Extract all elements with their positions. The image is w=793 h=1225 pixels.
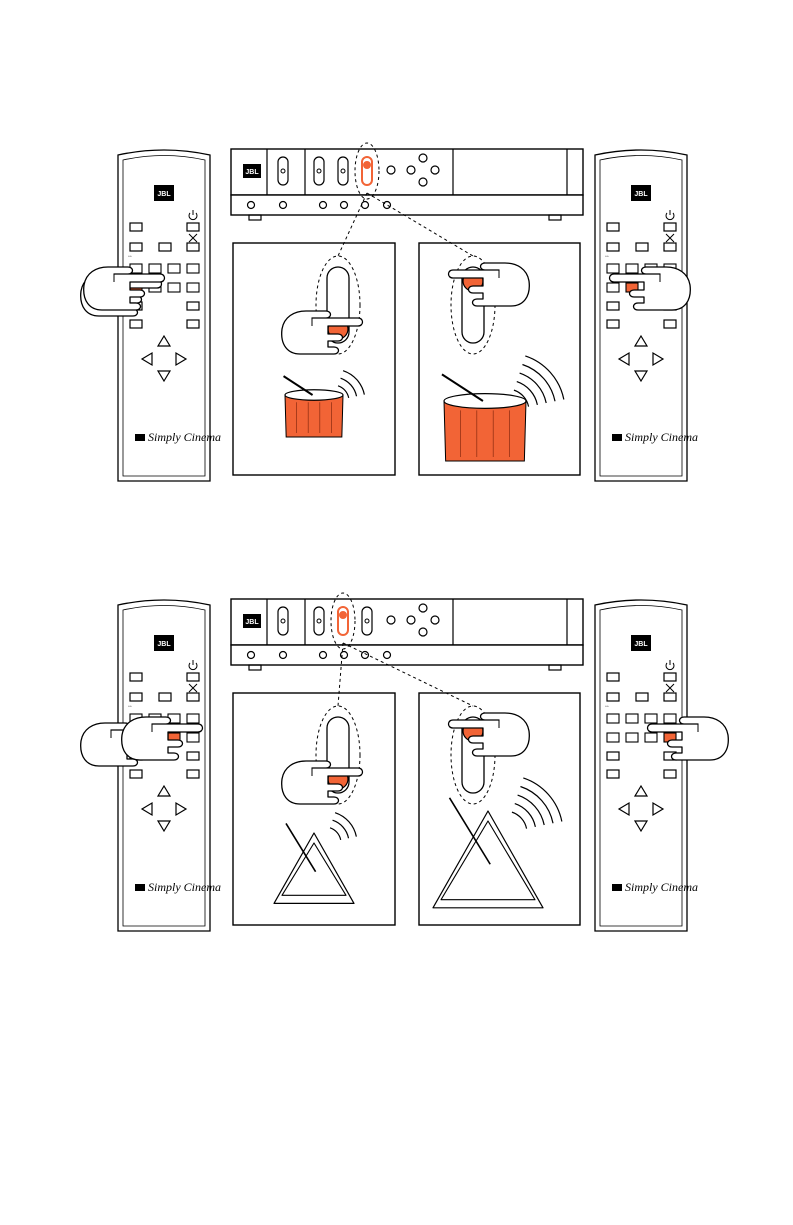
receiver-button: [419, 178, 427, 186]
remote-key: [168, 283, 180, 292]
remote-key: [187, 283, 199, 292]
remote-left: JBL ▫▫ Simply Cinema: [81, 600, 221, 931]
remote-key: [626, 733, 638, 742]
remote-logo-text: JBL: [157, 191, 171, 198]
remote-key: [607, 264, 619, 273]
remote-logo-text: JBL: [634, 641, 648, 648]
remote-key: [607, 733, 619, 742]
slider-knob: [317, 169, 321, 173]
remote-key-marker: ▫▫: [605, 704, 609, 710]
receiver-foot: [249, 215, 261, 220]
remote-key: [645, 733, 657, 742]
remote-key: [645, 714, 657, 723]
remote-key: [168, 264, 180, 273]
receiver-foot: [549, 665, 561, 670]
receiver-base: [231, 195, 583, 215]
remote-key: [626, 264, 638, 273]
remote-key: [607, 714, 619, 723]
panel-frame: [233, 693, 395, 925]
brand-logo: [135, 884, 145, 891]
slider-knob: [365, 619, 369, 623]
remote-left: JBL ▫▫ Simply Cinema: [81, 150, 221, 481]
instruction-row-2: JBL JBL ▫▫ Simply Cinema JBL ▫▫ Simply Cinema: [81, 593, 729, 931]
slider-knob: [340, 612, 347, 619]
remote-key: [187, 733, 199, 742]
remote-key-marker: ▫▫: [128, 254, 132, 260]
receiver-button: [419, 604, 427, 612]
remote-key: [149, 264, 161, 273]
panel-low: [233, 643, 395, 925]
remote-key: [664, 714, 676, 723]
remote-right: JBL ▫▫ Simply Cinema: [595, 600, 698, 931]
slider-knob: [364, 162, 371, 169]
panel-frame: [233, 243, 395, 475]
remote-logo-text: JBL: [634, 191, 648, 198]
brand-text: Simply Cinema: [625, 880, 698, 894]
remote-right: JBL ▫▫ Simply Cinema: [595, 150, 698, 481]
receiver-button: [419, 628, 427, 636]
receiver-foot: [549, 215, 561, 220]
brand-text: Simply Cinema: [148, 430, 221, 444]
drum-head: [444, 394, 526, 409]
receiver-button: [387, 166, 395, 174]
remote-logo-text: JBL: [157, 641, 171, 648]
slider-knob: [341, 169, 345, 173]
slider-knob: [281, 169, 285, 173]
drum-head: [285, 390, 343, 400]
brand-logo: [612, 884, 622, 891]
slider-knob: [317, 619, 321, 623]
slider-knob: [281, 619, 285, 623]
brand-text: Simply Cinema: [625, 430, 698, 444]
remote-key: [187, 714, 199, 723]
receiver-unit: JBL: [231, 143, 583, 220]
receiver-base: [231, 645, 583, 665]
remote-key: [607, 283, 619, 292]
panel-high: [367, 193, 580, 475]
receiver-logo-text: JBL: [245, 619, 259, 626]
receiver-button: [431, 616, 439, 624]
receiver-logo-text: JBL: [245, 169, 259, 176]
brand-text: Simply Cinema: [148, 880, 221, 894]
receiver-button: [387, 616, 395, 624]
receiver-button: [431, 166, 439, 174]
receiver-button: [407, 616, 415, 624]
remote-key-marker: ▫▫: [128, 704, 132, 710]
remote-key: [626, 714, 638, 723]
receiver-foot: [249, 665, 261, 670]
remote-key-marker: ▫▫: [605, 254, 609, 260]
remote-key: [187, 264, 199, 273]
brand-logo: [135, 434, 145, 441]
drum-body: [444, 401, 526, 461]
panel-low: [233, 193, 395, 475]
receiver-button: [407, 166, 415, 174]
drum-body: [285, 395, 343, 437]
receiver-button: [419, 154, 427, 162]
brand-logo: [612, 434, 622, 441]
instruction-row-1: JBL JBL ▫▫ Simply Cinema JBL ▫▫ Simply Cinema: [81, 143, 698, 481]
receiver-unit: JBL: [231, 593, 583, 670]
